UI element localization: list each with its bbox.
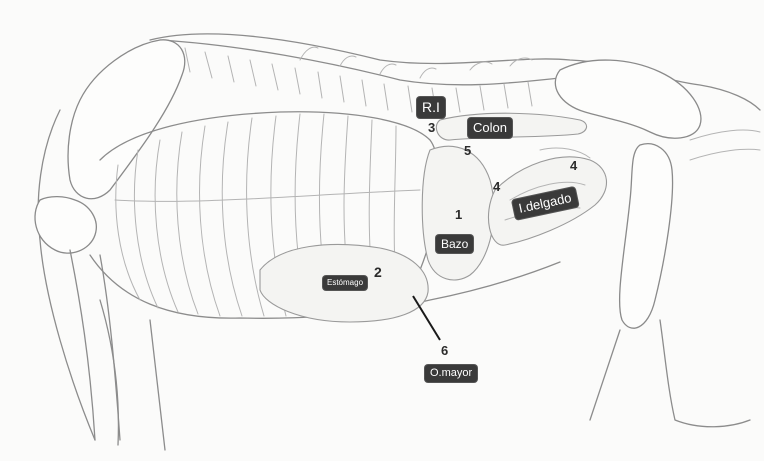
marker-4-left: 4 xyxy=(493,180,500,193)
femur xyxy=(620,144,673,328)
scapula xyxy=(68,40,185,199)
label-colon: Colon xyxy=(468,118,512,138)
tail-base xyxy=(690,130,760,160)
marker-5: 5 xyxy=(464,144,471,157)
foreleg xyxy=(70,250,120,440)
label-ri: R.I xyxy=(417,97,445,118)
omentum-leader-line xyxy=(413,296,440,340)
marker-1: 1 xyxy=(455,208,462,221)
marker-4-right: 4 xyxy=(570,159,577,172)
label-estomago: Estómago xyxy=(323,276,367,290)
label-bazo: Bazo xyxy=(436,235,473,253)
marker-2: 2 xyxy=(374,265,382,279)
marker-3: 3 xyxy=(428,121,435,134)
humerus xyxy=(35,197,96,254)
hind-leg xyxy=(590,320,750,427)
marker-6: 6 xyxy=(441,344,448,357)
label-omento-mayor: O.mayor xyxy=(425,365,477,382)
spine xyxy=(160,40,560,112)
